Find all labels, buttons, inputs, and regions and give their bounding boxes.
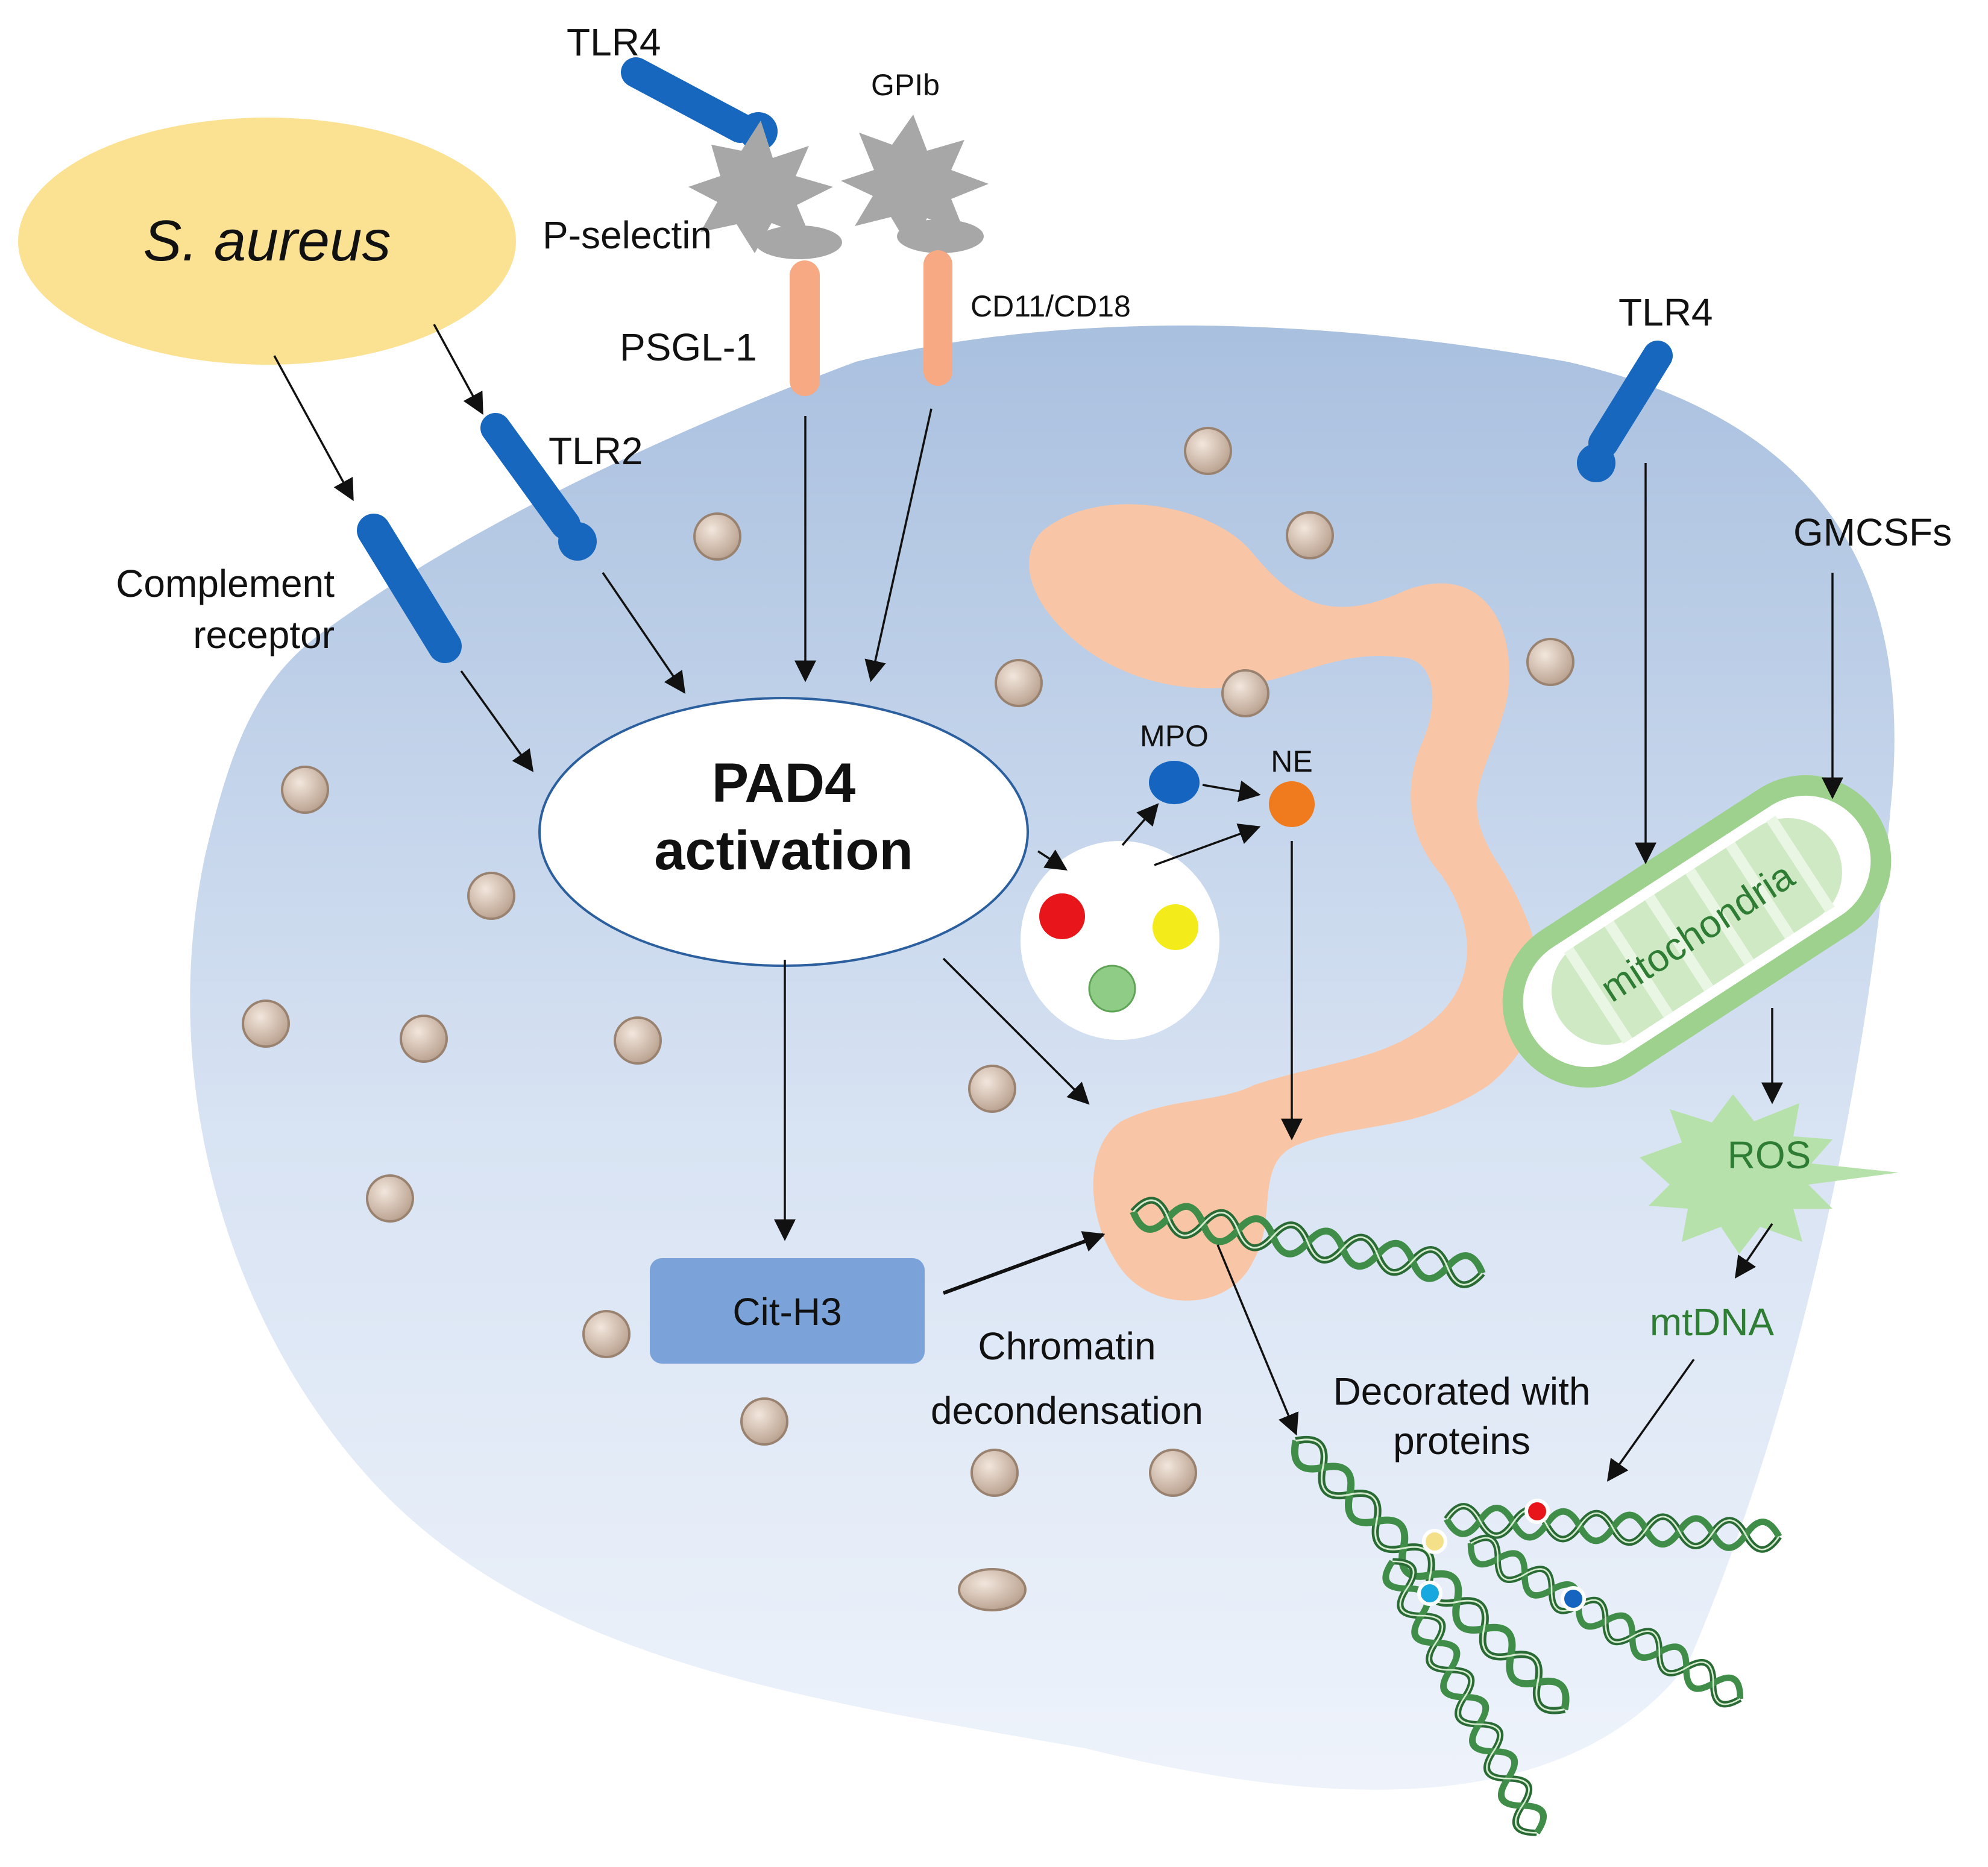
net-protein-cyan (1417, 1581, 1442, 1606)
granule (693, 512, 741, 561)
ne-enzyme (1269, 781, 1315, 827)
arrow-tlr2-to-pad4 (602, 572, 686, 694)
s-aureus-bacterium (18, 118, 516, 365)
pad4-label-line2: activation (654, 820, 913, 881)
gmcsfs-label: GMCSFs (1793, 511, 1952, 554)
arrow-mpo-to-ne (1202, 780, 1261, 802)
pathway-arrows (273, 324, 1843, 1482)
decorated-label-line1: Decorated with (1333, 1370, 1591, 1413)
s-aureus-label: S. aureus (143, 209, 391, 273)
granule (281, 766, 329, 814)
granule (1526, 638, 1574, 686)
complement-label-line2: receptor (193, 613, 335, 656)
arrow-pad4-to-nucleus (942, 957, 1090, 1105)
arrow-mtdna-to-net (1606, 1358, 1695, 1482)
yellow-granule-protein (1153, 904, 1198, 950)
arrow-complement-to-pad4 (460, 670, 534, 772)
psgl1-label: PSGL-1 (620, 326, 757, 369)
chromatin-label-line1: Chromatin (978, 1324, 1156, 1368)
mpo-enzyme (1149, 761, 1200, 804)
cit-h3-box (650, 1258, 925, 1364)
granule (400, 1015, 448, 1063)
pad4-label-line1: PAD4 (712, 752, 856, 814)
tlr4-top-label: TLR4 (567, 20, 661, 64)
tlr4-right-label: TLR4 (1618, 291, 1713, 334)
decorated-label-line2: proteins (1393, 1419, 1530, 1462)
granule (1286, 511, 1334, 559)
pad4-activation-node (538, 697, 1029, 967)
arrow-s-aureus-to-complement (273, 355, 354, 502)
granule (242, 1000, 290, 1048)
cytoplasmic-granules (242, 427, 1574, 1611)
arrow-s-aureus-to-tlr2 (433, 324, 483, 415)
cd11-cd18-label: CD11/CD18 (970, 289, 1131, 323)
granule (1184, 427, 1232, 475)
gpib-label: GPIb (871, 68, 940, 102)
platelet-left (688, 121, 842, 259)
arrow-chromatin-to-net (1216, 1244, 1299, 1436)
cd11-cd18-receptor (923, 250, 952, 386)
tlr2-receptor (480, 413, 597, 561)
granule (970, 1449, 1019, 1497)
arrow-cit-h3-to-chromatin (942, 1231, 1106, 1295)
granule (614, 1016, 662, 1065)
cit-h3-label: Cit-H3 (732, 1290, 841, 1333)
ros-burst (1640, 1094, 1899, 1254)
red-granule-protein (1039, 893, 1085, 939)
nucleus (1029, 504, 1540, 1301)
granule (995, 659, 1043, 707)
platelet-right (841, 115, 989, 253)
granule (740, 1397, 788, 1446)
mitochondria-organelle: mitochondria (1502, 775, 1892, 1088)
tlr4-right-receptor (1577, 341, 1673, 482)
arrow-vesicle-to-mpo (1121, 803, 1159, 846)
tlr2-label: TLR2 (549, 429, 643, 473)
net-protein-blue (1561, 1586, 1586, 1611)
granule (582, 1310, 631, 1358)
net-protein-yellow (1422, 1529, 1447, 1554)
granule (467, 872, 515, 920)
net-protein-red (1524, 1499, 1550, 1524)
arrow-ros-to-mtdna (1734, 1223, 1773, 1279)
complement-label-line1: Complement (116, 562, 335, 605)
granule (366, 1174, 414, 1223)
ne-label: NE (1271, 745, 1312, 778)
mpo-label: MPO (1140, 719, 1209, 753)
arrow-pad4-to-vesicle (1037, 849, 1068, 871)
granule (1221, 669, 1269, 717)
green-granule-protein (1088, 965, 1136, 1013)
mtdna-label: mtDNA (1650, 1300, 1775, 1344)
granule (968, 1065, 1016, 1113)
ros-label: ROS (1728, 1133, 1811, 1177)
complement-receptor (357, 514, 462, 663)
arrow-cd11-to-pad4 (864, 408, 933, 682)
chromatin-label-line2: decondensation (931, 1389, 1203, 1432)
psgl1-receptor (790, 260, 820, 396)
granule (1149, 1449, 1197, 1497)
arrow-vesicle-to-ne (1154, 823, 1261, 866)
p-selectin-label: P-selectin (543, 213, 712, 257)
granule (958, 1568, 1027, 1611)
granule-vesicle (1021, 841, 1219, 1040)
